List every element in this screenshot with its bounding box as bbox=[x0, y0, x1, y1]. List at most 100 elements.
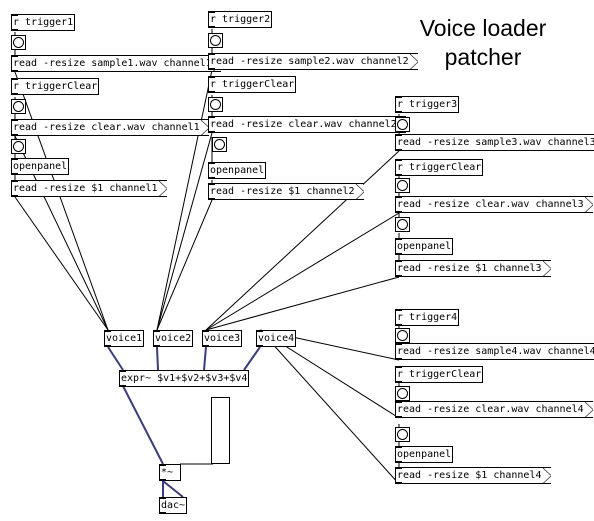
outlet-port[interactable] bbox=[208, 26, 215, 28]
msg-read-clear-4[interactable]: read -resize clear.wav channel4 bbox=[395, 401, 593, 418]
inlet-port[interactable] bbox=[208, 76, 215, 78]
openpanel-3[interactable]: openpanel bbox=[395, 238, 454, 255]
bang-trigger4[interactable] bbox=[395, 328, 410, 343]
inlet-port[interactable] bbox=[395, 134, 402, 136]
bang-openpanel-2[interactable] bbox=[212, 137, 227, 152]
outlet-port[interactable] bbox=[11, 195, 18, 197]
bang-clear-1[interactable] bbox=[11, 99, 26, 114]
inlet-port[interactable] bbox=[395, 343, 402, 345]
outlet-port[interactable] bbox=[119, 385, 126, 387]
inlet-port[interactable] bbox=[159, 464, 166, 466]
inlet-port[interactable] bbox=[395, 159, 402, 161]
outlet-port[interactable] bbox=[11, 70, 18, 72]
msg-read-sample3[interactable]: read -resize sample3.wav channel3 bbox=[395, 134, 594, 151]
inlet-port[interactable] bbox=[104, 330, 111, 332]
inlet-port[interactable] bbox=[395, 366, 402, 368]
openpanel-2[interactable]: openpanel bbox=[208, 162, 267, 179]
inlet-port[interactable] bbox=[11, 158, 18, 160]
inlet-port[interactable] bbox=[395, 238, 402, 240]
inlet-port[interactable] bbox=[395, 309, 402, 311]
inlet-port[interactable] bbox=[208, 116, 215, 118]
outlet-port[interactable] bbox=[395, 482, 402, 484]
voice3-object[interactable]: voice3 bbox=[202, 330, 243, 347]
receive-trigger3[interactable]: r trigger3 bbox=[395, 96, 460, 113]
outlet-port[interactable] bbox=[395, 111, 402, 113]
openpanel-4[interactable]: openpanel bbox=[395, 446, 454, 463]
inlet-port[interactable] bbox=[395, 96, 402, 98]
msg-read-clear-3[interactable]: read -resize clear.wav channel3 bbox=[395, 196, 593, 213]
inlet-port[interactable] bbox=[395, 401, 402, 403]
dac-output[interactable]: dac~ bbox=[159, 497, 188, 514]
inlet-port[interactable] bbox=[11, 55, 18, 57]
receive-triggerclear-4[interactable]: r triggerClear bbox=[395, 366, 484, 383]
inlet-port[interactable] bbox=[208, 53, 215, 55]
bang-trigger1[interactable] bbox=[11, 35, 26, 50]
outlet-port[interactable] bbox=[208, 68, 215, 70]
inlet-port[interactable] bbox=[395, 260, 402, 262]
voice2-object[interactable]: voice2 bbox=[153, 330, 194, 347]
outlet-port[interactable] bbox=[256, 345, 263, 347]
outlet-port[interactable] bbox=[395, 358, 402, 360]
inlet-port[interactable] bbox=[208, 183, 215, 185]
bang-openpanel-1[interactable] bbox=[11, 139, 26, 154]
inlet-port[interactable] bbox=[11, 180, 18, 182]
bang-trigger2[interactable] bbox=[208, 33, 223, 48]
outlet-port[interactable] bbox=[11, 29, 18, 31]
msg-read-file-3[interactable]: read -resize $1 channel3 bbox=[395, 260, 550, 277]
expr-mixer[interactable]: expr~ $v1+$v2+$v3+$v4 bbox=[119, 370, 250, 387]
outlet-port[interactable] bbox=[395, 275, 402, 277]
inlet-port[interactable] bbox=[256, 330, 263, 332]
bang-clear-2[interactable] bbox=[208, 97, 223, 112]
receive-triggerclear-3[interactable]: r triggerClear bbox=[395, 159, 484, 176]
multiply-signal[interactable]: *~ bbox=[159, 464, 181, 481]
outlet-port[interactable] bbox=[208, 198, 215, 200]
inlet-port[interactable] bbox=[395, 446, 402, 448]
outlet-port[interactable] bbox=[208, 177, 215, 179]
msg-read-clear-2[interactable]: read -resize clear.wav channel2 bbox=[208, 116, 406, 133]
outlet-port[interactable] bbox=[104, 345, 111, 347]
volume-slider[interactable] bbox=[211, 397, 230, 464]
outlet-port[interactable] bbox=[208, 131, 215, 133]
msg-read-sample2[interactable]: read -resize sample2.wav channel2 bbox=[208, 53, 418, 70]
bang-openpanel-4[interactable] bbox=[395, 427, 410, 442]
inlet-port[interactable] bbox=[159, 497, 166, 499]
outlet-port[interactable] bbox=[395, 461, 402, 463]
outlet-port[interactable] bbox=[395, 211, 402, 213]
outlet-port[interactable] bbox=[11, 93, 18, 95]
receive-trigger2[interactable]: r trigger2 bbox=[208, 11, 273, 28]
bang-openpanel-3[interactable] bbox=[395, 217, 410, 232]
inlet-port[interactable] bbox=[119, 370, 126, 372]
outlet-port[interactable] bbox=[153, 345, 160, 347]
inlet-port[interactable] bbox=[208, 11, 215, 13]
inlet-port[interactable] bbox=[11, 119, 18, 121]
msg-read-sample4[interactable]: read -resize sample4.wav channel4 bbox=[395, 343, 594, 360]
inlet-port[interactable] bbox=[153, 330, 160, 332]
outlet-port[interactable] bbox=[11, 134, 18, 136]
receive-triggerclear-2[interactable]: r triggerClear bbox=[208, 76, 297, 93]
bang-clear-4[interactable] bbox=[395, 386, 410, 401]
msg-read-file-2[interactable]: read -resize $1 channel2 bbox=[208, 183, 363, 200]
inlet-port[interactable] bbox=[395, 196, 402, 198]
outlet-port[interactable] bbox=[395, 149, 402, 151]
bang-clear-3[interactable] bbox=[395, 178, 410, 193]
outlet-port[interactable] bbox=[11, 173, 18, 175]
outlet-port[interactable] bbox=[202, 345, 209, 347]
inlet-port[interactable] bbox=[395, 467, 402, 469]
outlet-port[interactable] bbox=[159, 512, 166, 514]
msg-read-file-1[interactable]: read -resize $1 channel1 bbox=[11, 180, 166, 197]
openpanel-1[interactable]: openpanel bbox=[11, 158, 70, 175]
inlet-port[interactable] bbox=[11, 14, 18, 16]
msg-read-sample1[interactable]: read -resize sample1.wav channel1 bbox=[11, 55, 221, 72]
outlet-port[interactable] bbox=[395, 416, 402, 418]
msg-read-clear-1[interactable]: read -resize clear.wav channel1 bbox=[11, 119, 209, 136]
inlet-port[interactable] bbox=[11, 78, 18, 80]
outlet-port[interactable] bbox=[395, 253, 402, 255]
receive-triggerclear-1[interactable]: r triggerClear bbox=[11, 78, 100, 95]
outlet-port[interactable] bbox=[395, 174, 402, 176]
inlet-port[interactable] bbox=[202, 330, 209, 332]
receive-trigger4[interactable]: r trigger4 bbox=[395, 309, 460, 326]
receive-trigger1[interactable]: r trigger1 bbox=[11, 14, 76, 31]
voice4-object[interactable]: voice4 bbox=[256, 330, 297, 347]
outlet-port[interactable] bbox=[208, 91, 215, 93]
outlet-port[interactable] bbox=[395, 324, 402, 326]
